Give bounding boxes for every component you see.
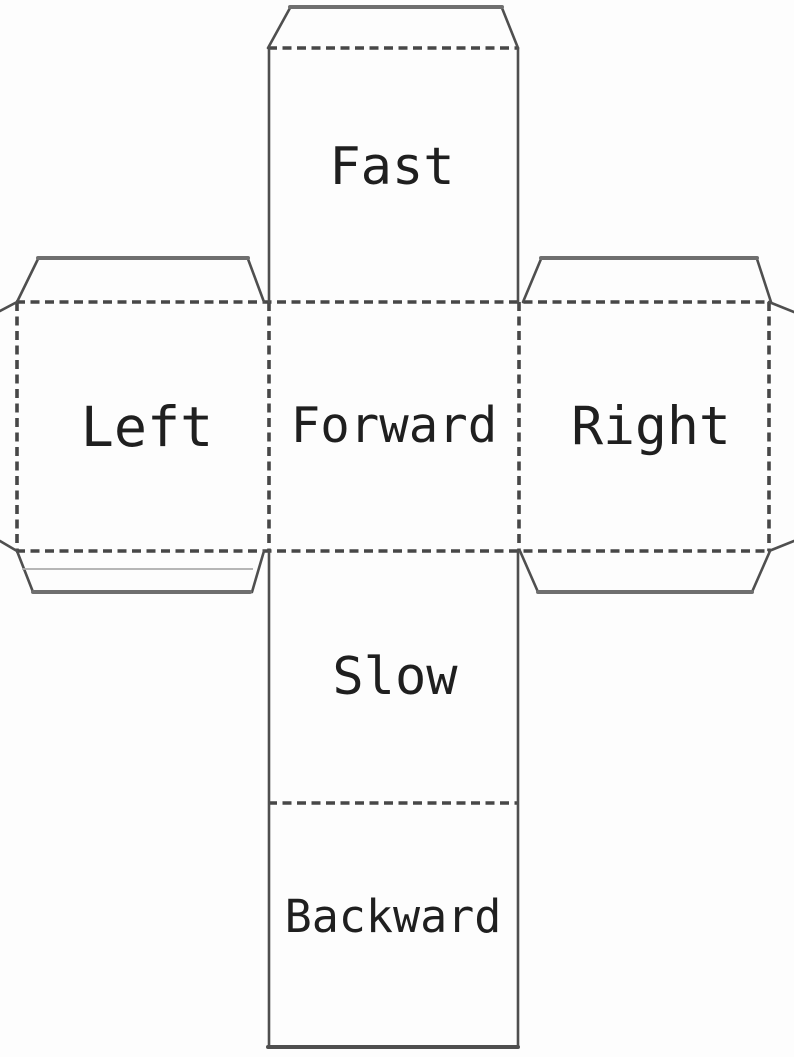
cut-right-side-tab-bottom-slope bbox=[767, 539, 794, 553]
cut-right-top-tab-left-slope bbox=[521, 257, 543, 304]
tab-edges-group bbox=[31, 5, 759, 594]
face-labels-group: Fast Left Forward Right Slow Backward bbox=[81, 137, 731, 943]
fold-lines-group bbox=[15, 46, 771, 805]
cut-left-side-tab-top-slope bbox=[0, 300, 19, 313]
cut-left-bottom-tab-left-slope bbox=[15, 549, 35, 594]
cut-top-tab-right-slope bbox=[500, 6, 520, 50]
cut-top-tab-left-slope bbox=[266, 6, 292, 50]
cut-right-bottom-tab-right-slope bbox=[750, 549, 772, 594]
cut-lines-group bbox=[0, 6, 794, 1049]
cut-right-top-tab-right-slope bbox=[755, 257, 773, 304]
cut-left-top-tab-right-slope bbox=[246, 257, 266, 304]
cut-left-side-tab-bottom-slope bbox=[0, 539, 19, 553]
cut-left-bottom-tab-right-slope bbox=[250, 549, 266, 594]
face-label-backward: Backward bbox=[285, 890, 502, 943]
face-label-slow: Slow bbox=[332, 647, 458, 707]
face-label-left: Left bbox=[81, 395, 213, 459]
cut-right-bottom-tab-left-slope bbox=[518, 549, 540, 594]
face-label-forward: Forward bbox=[291, 397, 498, 454]
cut-left-top-tab-left-slope bbox=[15, 257, 40, 304]
cut-right-side-tab-top-slope bbox=[767, 300, 794, 314]
face-label-right: Right bbox=[571, 396, 731, 457]
face-label-fast: Fast bbox=[329, 137, 454, 197]
